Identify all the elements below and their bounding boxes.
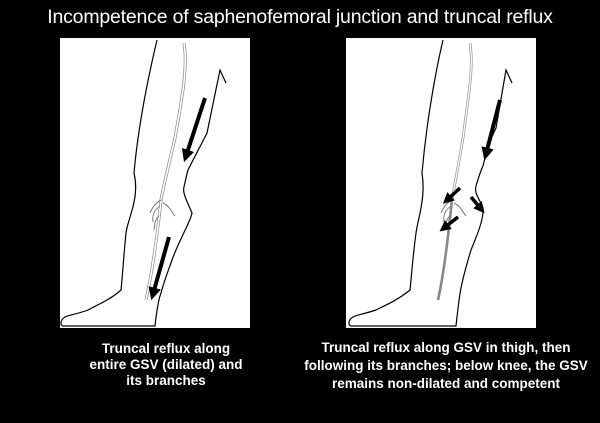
branch-reflux-arrow (442, 186, 462, 204)
reflux-arrow (181, 97, 207, 163)
caption-thigh-gsv-reflux: Truncal reflux along GSV in thigh, then … (304, 340, 588, 391)
leg-drawing (60, 39, 227, 327)
leg-outline (60, 39, 227, 327)
great-saphenous-vein (144, 42, 187, 301)
leg-illustration-entire-gsv-reflux (60, 38, 250, 328)
vein-branches (440, 199, 467, 231)
caption-entire-gsv-reflux: Truncal reflux along entire GSV (dilated… (89, 341, 243, 388)
branch-reflux-arrow (469, 195, 485, 214)
reflux-arrow (481, 99, 502, 161)
reflux-arrow (148, 236, 171, 301)
great-saphenous-vein (436, 42, 473, 301)
branch-reflux-arrow (439, 215, 460, 232)
vein-branches (149, 199, 176, 231)
leg-outline (348, 39, 513, 327)
leg-illustration-thigh-gsv-reflux (346, 38, 536, 328)
leg-drawing (348, 39, 513, 327)
diagram-title: Incompetence of saphenofemoral junction … (47, 6, 553, 28)
